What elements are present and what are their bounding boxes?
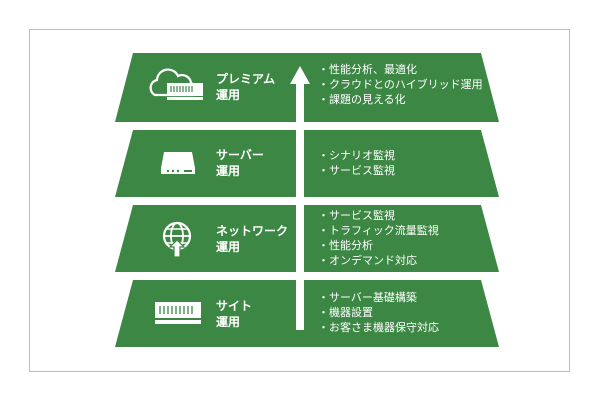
cloud-server-icon [149,68,203,100]
feature-list: シナリオ監視 サービス監視 [318,148,395,178]
network-globe-icon [162,221,192,258]
feature-item: 機器設置 [318,305,439,320]
feature-item: オンデマンド対応 [318,253,439,268]
feature-item: クラウドとのハイブリッド運用 [318,77,483,92]
feature-item: サーバー基礎構築 [318,290,439,305]
feature-item: 性能分析 [318,238,439,253]
upward-arrow-icon [290,66,310,330]
tier-title: サイト 運用 [216,299,253,329]
feature-item: トラフィック流量監視 [318,223,439,238]
tier-title: ネットワーク 運用 [216,224,289,254]
feature-item: お客さま機器保守対応 [318,320,439,335]
feature-item: 性能分析、最適化 [318,62,483,77]
feature-item: シナリオ監視 [318,148,395,163]
tier-network: ネットワーク 運用 サービス監視 トラフィック流量監視 性能分析 オンデマンド対… [115,205,499,272]
tier-band [115,130,499,197]
feature-item: サービス監視 [318,208,439,223]
tier-title: プレミアム 運用 [216,72,276,102]
tier-title: サーバー 運用 [216,148,264,178]
feature-list: サービス監視 トラフィック流量監視 性能分析 オンデマンド対応 [318,208,439,268]
tier-premium: プレミアム 運用 性能分析、最適化 クラウドとのハイブリッド運用 課題の見える化 [115,53,499,122]
tier-site: サイト 運用 サーバー基礎構築 機器設置 お客さま機器保守対応 [115,280,499,347]
feature-item: 課題の見える化 [318,92,483,107]
feature-list: サーバー基礎構築 機器設置 お客さま機器保守対応 [318,290,439,335]
rack-server-icon [155,302,201,324]
tier-server: サーバー 運用 シナリオ監視 サービス監視 [115,130,499,197]
feature-list: 性能分析、最適化 クラウドとのハイブリッド運用 課題の見える化 [318,62,483,107]
server-box-icon [161,152,195,174]
feature-item: サービス監視 [318,163,395,178]
